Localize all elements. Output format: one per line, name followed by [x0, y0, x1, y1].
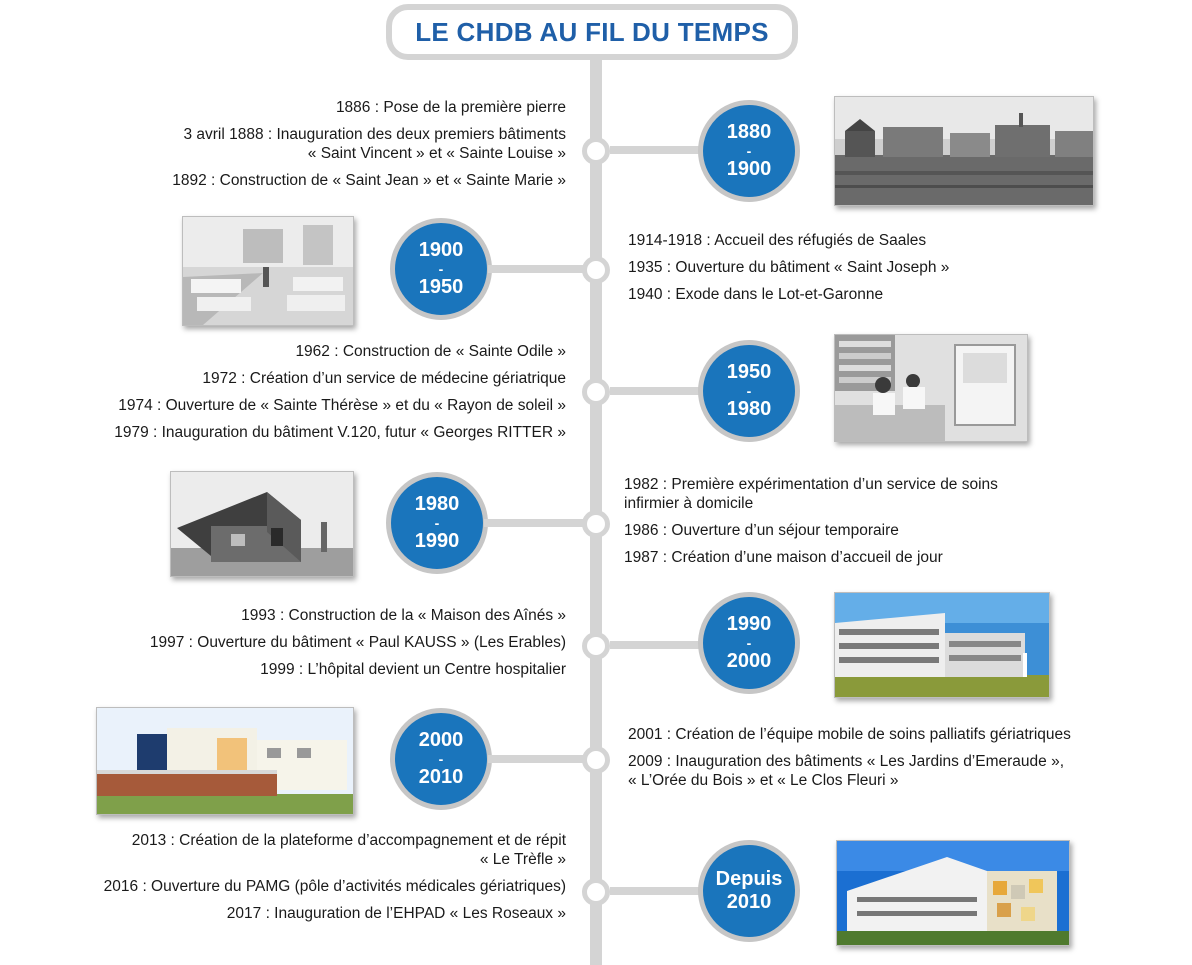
branch-1900 — [488, 265, 584, 273]
event-1888: 3 avril 1888 : Inauguration des deux pre… — [183, 126, 566, 162]
branch-1980 — [484, 519, 584, 527]
photo-1900-1950 — [182, 216, 354, 326]
events-2000-2010: 2001 : Création de l’équipe mobile de so… — [628, 725, 1071, 798]
period-badge-1950-1980: 1950 - 1980 — [698, 340, 800, 442]
photo-depuis-2010 — [836, 840, 1070, 946]
event-1940: 1940 : Exode dans le Lot-et-Garonne — [628, 286, 884, 303]
timeline-node-1900 — [582, 256, 610, 284]
event-1886: 1886 : Pose de la première pierre — [335, 99, 566, 116]
photo-2000-2010 — [96, 707, 354, 815]
event-1986: 1986 : Ouverture d’un séjour temporaire — [624, 522, 899, 539]
branch-1880 — [610, 146, 710, 154]
event-1935: 1935 : Ouverture du bâtiment « Saint Jos… — [628, 259, 950, 276]
event-1972: 1972 : Création d’un service de médecine… — [202, 370, 566, 387]
event-1987: 1987 : Création d’une maison d’accueil d… — [624, 549, 943, 566]
timeline-node-1950 — [582, 378, 610, 406]
timeline-node-2010 — [582, 878, 610, 906]
events-1990-2000: 1993 : Construction de la « Maison des A… — [150, 606, 566, 687]
events-depuis-2010: 2013 : Création de la plateforme d’accom… — [104, 831, 566, 931]
title-box: LE CHDB AU FIL DU TEMPS — [386, 4, 798, 60]
period-badge-1900-1950: 1900 - 1950 — [390, 218, 492, 320]
event-1892: 1892 : Construction de « Saint Jean » et… — [172, 172, 566, 189]
event-2013: 2013 : Création de la plateforme d’accom… — [131, 832, 566, 868]
branch-1990 — [610, 641, 710, 649]
photo-1980-1990 — [170, 471, 354, 577]
photo-1950-1980 — [834, 334, 1028, 442]
event-1993: 1993 : Construction de la « Maison des A… — [241, 607, 566, 624]
timeline-node-1880 — [582, 137, 610, 165]
page-title: LE CHDB AU FIL DU TEMPS — [415, 16, 769, 47]
period-badge-depuis-2010: Depuis 2010 — [698, 840, 800, 942]
event-2017: 2017 : Inauguration de l’EHPAD « Les Ros… — [226, 905, 566, 922]
branch-1950 — [610, 387, 710, 395]
event-1974: 1974 : Ouverture de « Sainte Thérèse » e… — [118, 397, 566, 414]
event-2009: 2009 : Inauguration des bâtiments « Les … — [628, 753, 1064, 789]
photo-1990-2000 — [834, 592, 1050, 698]
event-1979: 1979 : Inauguration du bâtiment V.120, f… — [114, 424, 566, 441]
branch-2000 — [488, 755, 584, 763]
period-badge-1880-1900: 1880 - 1900 — [698, 100, 800, 202]
event-1997: 1997 : Ouverture du bâtiment « Paul KAUS… — [149, 634, 566, 651]
event-1999: 1999 : L’hôpital devient un Centre hospi… — [260, 661, 566, 678]
branch-2010 — [610, 887, 710, 895]
timeline-node-1990 — [582, 632, 610, 660]
events-1950-1980: 1962 : Construction de « Sainte Odile » … — [114, 342, 566, 450]
period-badge-1980-1990: 1980 - 1990 — [386, 472, 488, 574]
photo-1880-1900 — [834, 96, 1094, 206]
event-2001: 2001 : Création de l’équipe mobile de so… — [628, 726, 1071, 743]
event-1914: 1914-1918 : Accueil des réfugiés de Saal… — [628, 232, 927, 249]
events-1880-1900: 1886 : Pose de la première pierre 3 avri… — [172, 98, 566, 198]
timeline-node-2000 — [582, 746, 610, 774]
timeline-node-1980 — [582, 510, 610, 538]
event-1962: 1962 : Construction de « Sainte Odile » — [295, 343, 566, 360]
period-badge-2000-2010: 2000 - 2010 — [390, 708, 492, 810]
event-1982: 1982 : Première expérimentation d’un ser… — [624, 476, 998, 512]
events-1900-1950: 1914-1918 : Accueil des réfugiés de Saal… — [628, 231, 949, 312]
event-2016: 2016 : Ouverture du PAMG (pôle d’activit… — [103, 878, 566, 895]
events-1980-1990: 1982 : Première expérimentation d’un ser… — [624, 475, 998, 575]
period-badge-1990-2000: 1990 - 2000 — [698, 592, 800, 694]
